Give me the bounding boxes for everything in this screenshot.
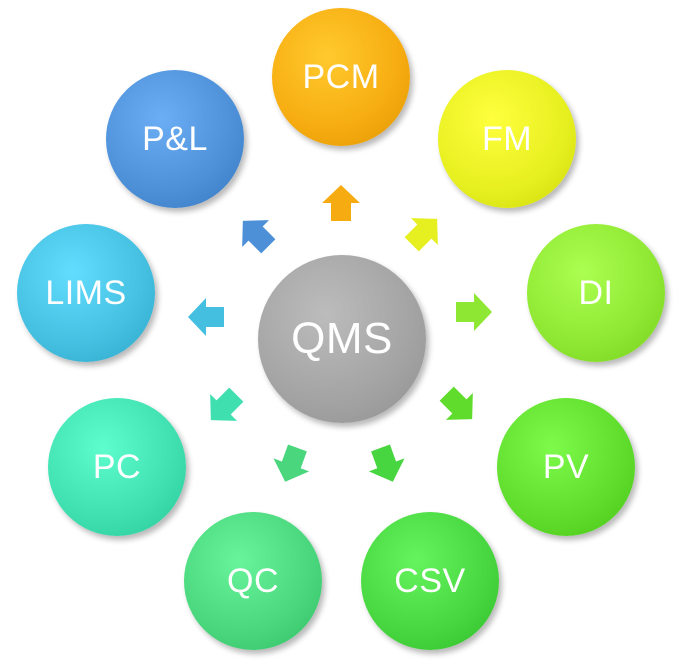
arrow-to-fm-icon: [404, 218, 438, 252]
node-lims: LIMS: [17, 224, 155, 362]
arrow-to-pl-icon: [242, 220, 276, 254]
node-lims-label: LIMS: [45, 273, 127, 312]
node-csv: CSV: [361, 512, 499, 650]
center-node-label: QMS: [291, 314, 393, 363]
arrow-to-pcm-icon: [322, 185, 360, 221]
node-di: DI: [527, 224, 665, 362]
arrow-to-pc-icon: [210, 387, 244, 421]
center-node-qms: QMS: [258, 255, 426, 423]
node-pc-label: PC: [92, 447, 142, 486]
node-pcm-label: PCM: [302, 57, 380, 96]
arrow-to-pv-icon: [439, 386, 473, 420]
node-pv: PV: [497, 398, 635, 536]
node-pv-label: PV: [542, 447, 590, 486]
node-fm-label: FM: [481, 119, 533, 158]
arrow-to-csv-icon: [368, 444, 405, 482]
node-pl: P&L: [106, 70, 244, 208]
node-pcm: PCM: [272, 8, 410, 146]
node-fm: FM: [438, 70, 576, 208]
node-pl-label: P&L: [142, 119, 208, 158]
node-pc: PC: [48, 398, 186, 536]
node-qc: QC: [184, 512, 322, 650]
arrow-to-di-icon: [456, 293, 492, 331]
node-di-label: DI: [578, 273, 614, 312]
node-csv-label: CSV: [394, 561, 466, 600]
node-qc-label: QC: [227, 561, 279, 600]
arrow-to-qc-icon: [273, 444, 310, 482]
arrow-to-lims-icon: [188, 298, 224, 336]
